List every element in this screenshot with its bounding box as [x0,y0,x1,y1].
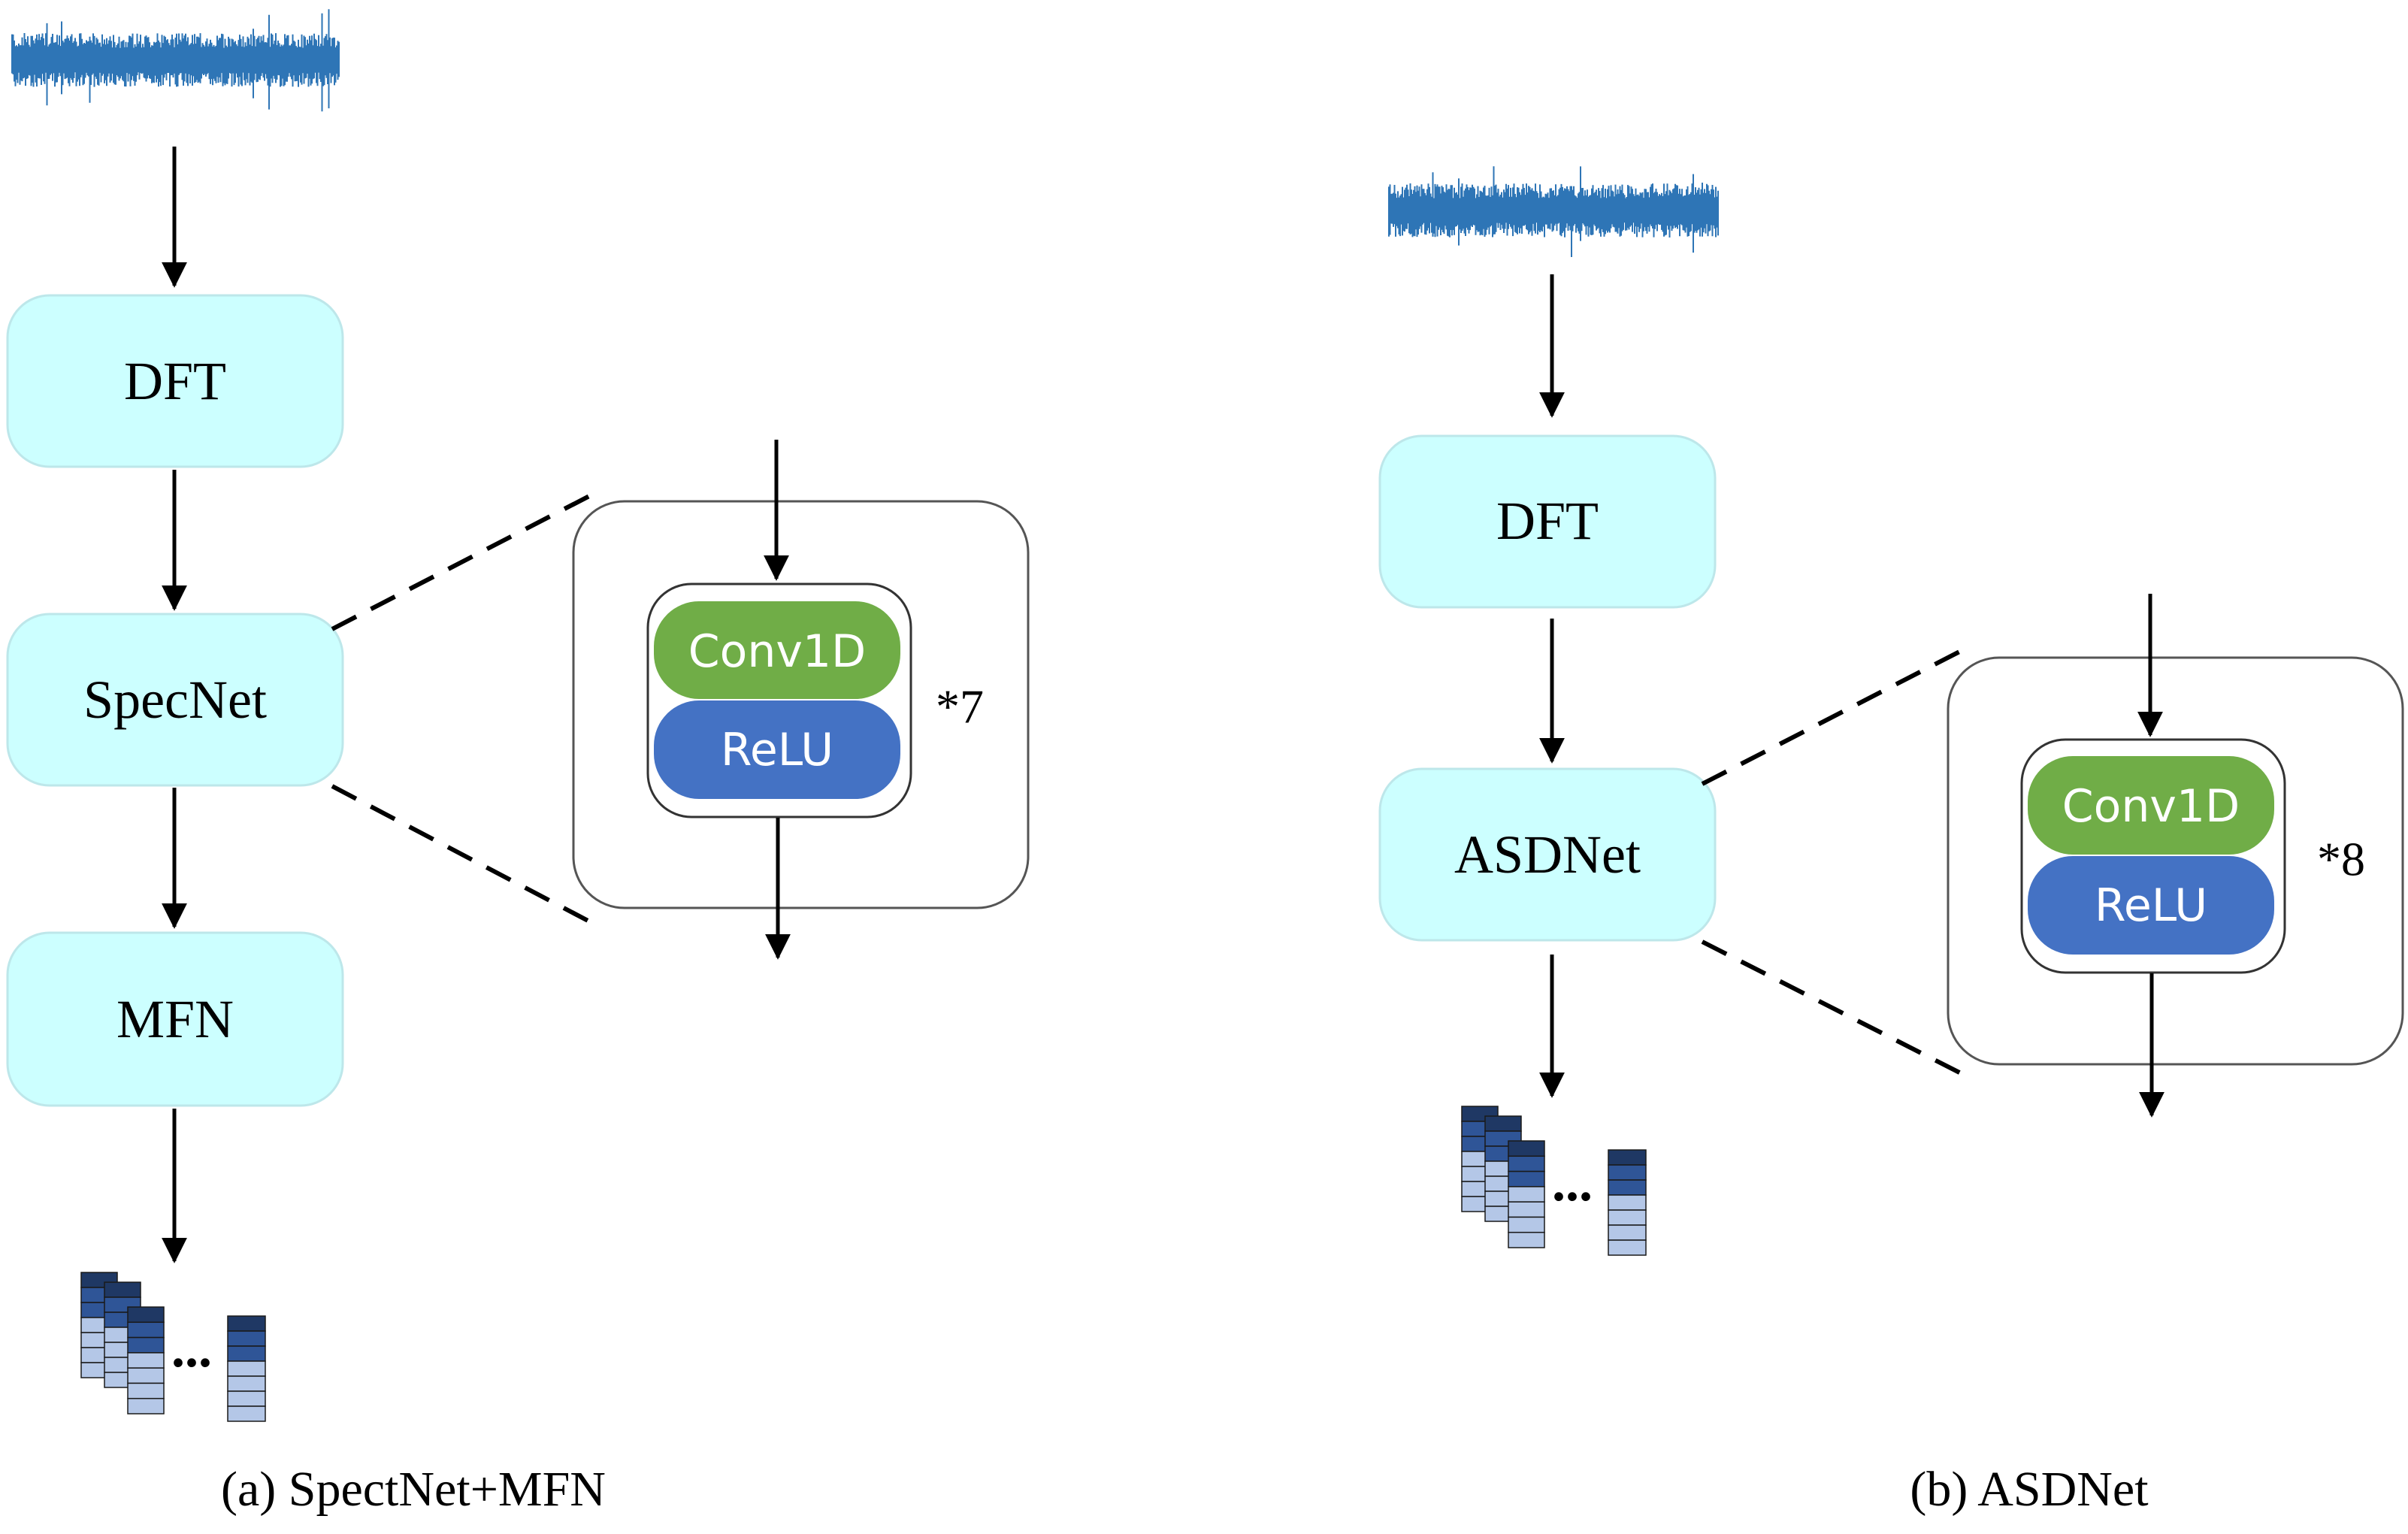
mfn-box: MFN [6,931,344,1107]
dft-box: DFT [1378,434,1717,609]
zoom-connector-top [331,492,594,631]
feature-ellipsis: ... [1552,1152,1593,1212]
conv1d-block: Conv1D [654,601,900,699]
feature-ellipsis: ... [171,1318,212,1378]
relu-block: ReLU [654,700,900,799]
relu-label: ReLU [721,724,833,776]
conv1d-label: Conv1D [2062,780,2240,833]
output-feature-maps [1461,1106,1647,1256]
relu-block: ReLU [2028,856,2274,955]
dft-label: DFT [1496,491,1599,551]
panel-spectnet-mfn: DFT SpecNet MFN ... Conv1D [6,9,1030,1517]
output-feature-maps [80,1272,266,1422]
asdnet-detail-panel: Conv1D ReLU *8 [1947,594,2404,1118]
input-waveform [1388,166,1719,257]
zoom-connector-bottom [331,784,594,925]
specnet-box: SpecNet [6,613,344,787]
dft-label: DFT [124,351,226,411]
zoom-connector-bottom [1701,939,1968,1079]
asdnet-box: ASDNet [1378,767,1717,942]
specnet-detail-panel: Conv1D ReLU *7 [572,440,1030,960]
caption-b: (b) ASDNet [1910,1462,2148,1517]
zoom-connector-top [1701,646,1968,786]
relu-label: ReLU [2095,879,2207,932]
conv1d-block: Conv1D [2028,756,2274,855]
dft-box: DFT [6,294,344,468]
panel-asdnet: DFT ASDNet ... Conv1D ReLU *8 [1378,166,2404,1517]
input-waveform [11,9,340,112]
mfn-label: MFN [116,989,234,1049]
asdnet-label: ASDNet [1454,824,1641,885]
repeat-label: *8 [2317,833,2365,886]
specnet-label: SpecNet [83,670,267,730]
repeat-label: *7 [936,680,984,734]
caption-a: (a) SpectNet+MFN [221,1462,606,1517]
conv1d-label: Conv1D [688,625,867,678]
